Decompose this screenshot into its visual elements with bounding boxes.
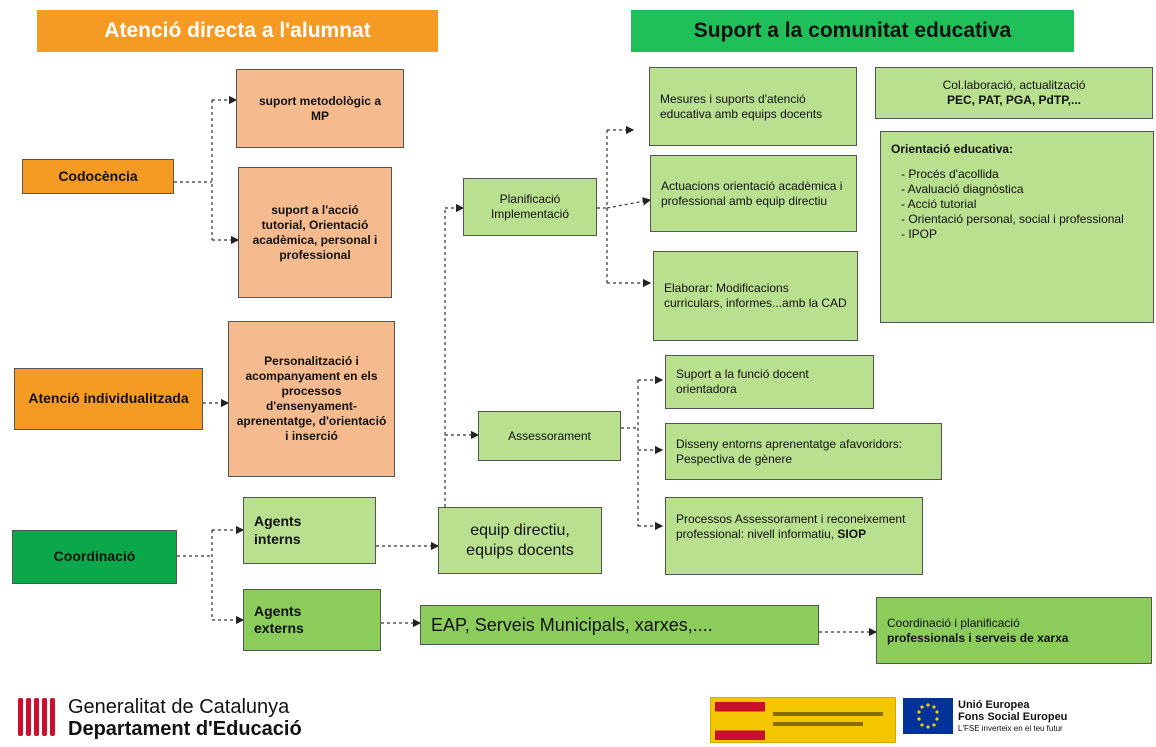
box-codocencia: Codocència (22, 159, 174, 194)
box-mesures-suports: Mesures i suports d'atenció educativa am… (649, 67, 857, 146)
footer-eu: Unió Europea Fons Social Europeu L'FSE i… (958, 699, 1067, 735)
list-item: - Acció tutorial (901, 197, 977, 211)
box-suport-accio-tutorial: suport a l'acció tutorial, Orientació ac… (238, 167, 392, 298)
coord-plan-line2: professionals i serveis de xarxa (887, 630, 1069, 645)
box-disseny-entorns: Disseny entorns aprenentatge afavoridors… (665, 423, 942, 480)
box-assessorament: Assessorament (478, 411, 621, 461)
box-processos-assessorament: Processos Assessorament i reconeixement … (665, 497, 923, 575)
footer-org: Generalitat de Catalunya Departament d'E… (68, 696, 302, 740)
spain-ministry-badge (710, 697, 896, 743)
box-personalitzacio: Personalització i acompanyament en els p… (228, 321, 395, 477)
header-atencio-directa: Atenció directa a l'alumnat (37, 10, 438, 52)
box-orientacio-educativa: Orientació educativa: - Procés d'acollid… (880, 131, 1154, 323)
department-name: Departament d'Educació (68, 718, 302, 740)
org-name: Generalitat de Catalunya (68, 696, 290, 718)
box-coordinacio: Coordinació (12, 530, 177, 584)
processos-siop: SIOP (837, 527, 867, 541)
box-coordinacio-planificacio: Coordinació i planificació professionals… (876, 597, 1152, 664)
box-actuacions-orientacio: Actuacions orientació acadèmica i profes… (650, 155, 857, 232)
generalitat-logo-icon (14, 694, 60, 740)
coord-plan-line1: Coordinació i planificació (887, 615, 1020, 630)
box-suport-metodologic: suport metodològic a MP (236, 69, 404, 148)
list-item: - Avaluació diagnòstica (901, 182, 1024, 196)
spain-flag-icon (715, 702, 765, 740)
list-item: - Orientació personal, social i professi… (901, 212, 1124, 226)
orientacio-title: Orientació educativa: (891, 142, 1014, 156)
ministry-text-placeholder (773, 722, 863, 726)
box-agents-externs: Agents externs (243, 589, 381, 651)
box-suport-funcio-docent: Suport a la funció docent orientadora (665, 355, 874, 409)
box-elaborar: Elaborar: Modificacions curriculars, inf… (653, 251, 858, 341)
orientacio-list: - Procés d'acollida - Avaluació diagnòst… (891, 167, 1145, 242)
processos-text: Processos Assessorament i reconeixement … (676, 512, 906, 541)
list-item: - Procés d'acollida (901, 167, 999, 181)
list-item: - IPOP (901, 227, 938, 241)
collaboracio-line2: PEC, PAT, PGA, PdTP,... (946, 93, 1082, 107)
eu-line2: Fons Social Europeu (958, 711, 1068, 723)
box-planificacio-implementacio: Planificació Implementació (463, 178, 597, 236)
box-agents-interns: Agents interns (243, 497, 376, 564)
collaboracio-line1: Col.laboració, actualització (942, 78, 1086, 92)
eu-line3: L'FSE inverteix en el teu futur (958, 724, 1063, 733)
ministry-text-placeholder (773, 712, 883, 716)
box-eap-serveis: EAP, Serveis Municipals, xarxes,.... (420, 605, 819, 645)
box-equip-directiu: equip directiu, equips docents (438, 507, 602, 574)
header-suport-comunitat: Suport a la comunitat educativa (631, 10, 1074, 52)
box-collaboracio: Col.laboració, actualització PEC, PAT, P… (875, 67, 1153, 119)
eu-flag-icon (903, 698, 953, 734)
box-atencio-individualitzada: Atenció individualitzada (14, 368, 203, 430)
eu-line1: Unió Europea (958, 699, 1030, 711)
